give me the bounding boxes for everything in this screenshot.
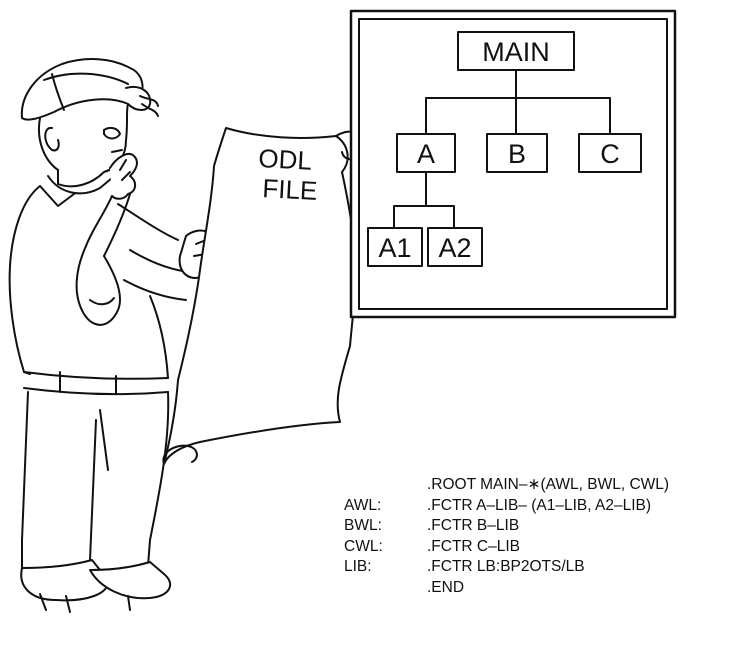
code-statement: .FCTR C–LIB	[427, 537, 520, 558]
code-statement: .FCTR B–LIB	[427, 516, 519, 537]
node-main-label: MAIN	[482, 37, 550, 67]
code-statement: .FCTR LB:BP2OTS/LB	[427, 557, 585, 578]
code-line: .END	[344, 578, 744, 599]
scroll-text-line1: ODL	[258, 143, 313, 176]
node-b-label: B	[508, 139, 526, 169]
code-label: AWL:	[344, 496, 381, 517]
node-a-label: A	[417, 139, 435, 169]
code-statement: .END	[427, 578, 464, 599]
code-line: CWL: .FCTR C–LIB	[344, 537, 744, 558]
node-a2-label: A2	[438, 233, 471, 263]
code-label: BWL:	[344, 516, 382, 537]
code-label: LIB:	[344, 557, 372, 578]
code-line: BWL: .FCTR B–LIB	[344, 516, 744, 537]
scroll-text-line2: FILE	[262, 173, 318, 206]
code-line: AWL: .FCTR A–LIB– (A1–LIB, A2–LIB)	[344, 496, 744, 517]
code-statement: .ROOT MAIN–∗(AWL, BWL, CWL)	[427, 475, 669, 496]
code-label: CWL:	[344, 537, 383, 558]
code-line: .ROOT MAIN–∗(AWL, BWL, CWL)	[344, 475, 744, 496]
node-a1-label: A1	[378, 233, 411, 263]
odl-code-listing: .ROOT MAIN–∗(AWL, BWL, CWL) AWL: .FCTR A…	[344, 475, 744, 613]
node-c-label: C	[600, 139, 620, 169]
code-statement: .FCTR A–LIB– (A1–LIB, A2–LIB)	[427, 496, 651, 517]
code-line: LIB: .FCTR LB:BP2OTS/LB	[344, 557, 744, 578]
